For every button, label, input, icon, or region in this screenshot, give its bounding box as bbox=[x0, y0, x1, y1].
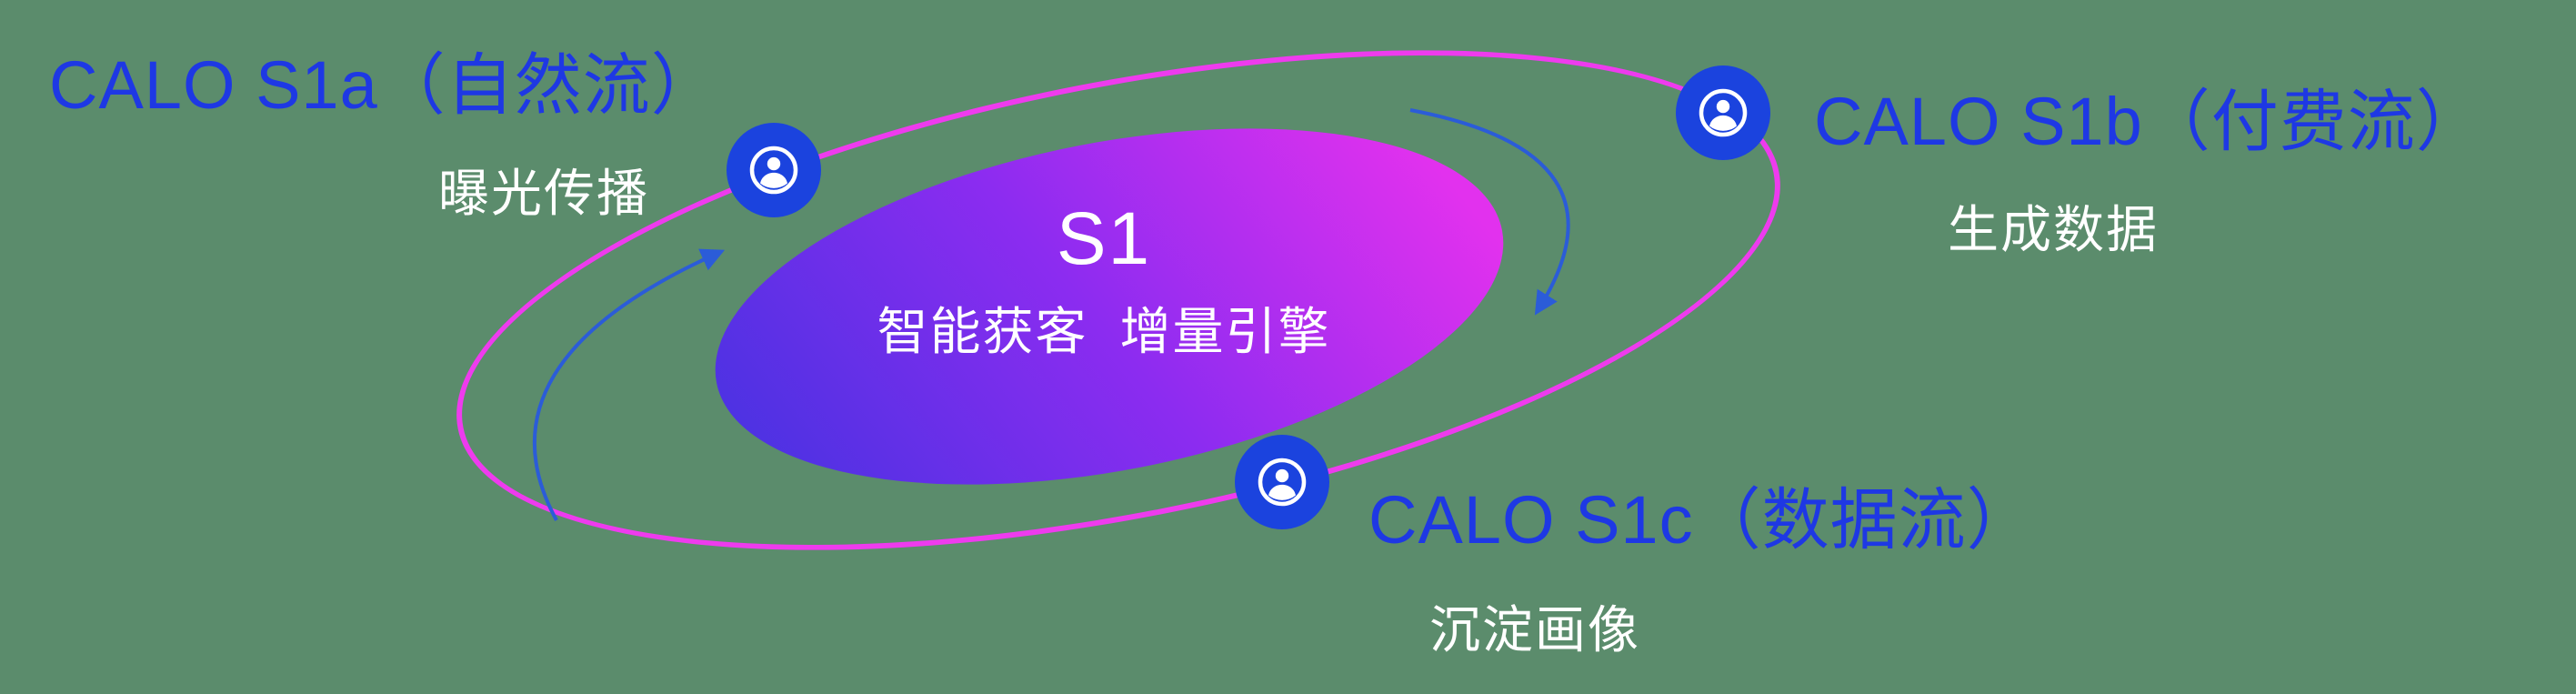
label-s1c: CALO S1c（数据流） bbox=[1368, 482, 2035, 558]
node-s1b bbox=[1676, 65, 1770, 160]
user-icon bbox=[745, 141, 803, 199]
label-s1a: CALO S1a（自然流） bbox=[49, 47, 719, 123]
core-subtitle: 智能获客 增量引擎 bbox=[877, 303, 1331, 361]
core-text: S1 智能获客 增量引擎 bbox=[831, 197, 1377, 365]
sublabel-s1c: 沉淀画像 bbox=[1429, 601, 1640, 659]
user-icon bbox=[1253, 453, 1311, 511]
label-s1b: CALO S1b（付费流） bbox=[1814, 84, 2484, 159]
sublabel-s1a: 曝光传播 bbox=[438, 165, 649, 222]
node-s1c bbox=[1235, 435, 1329, 529]
user-icon bbox=[1694, 84, 1752, 142]
sublabel-s1b: 生成数据 bbox=[1948, 201, 2159, 258]
node-s1a bbox=[727, 123, 821, 217]
core-title: S1 bbox=[1056, 197, 1152, 280]
